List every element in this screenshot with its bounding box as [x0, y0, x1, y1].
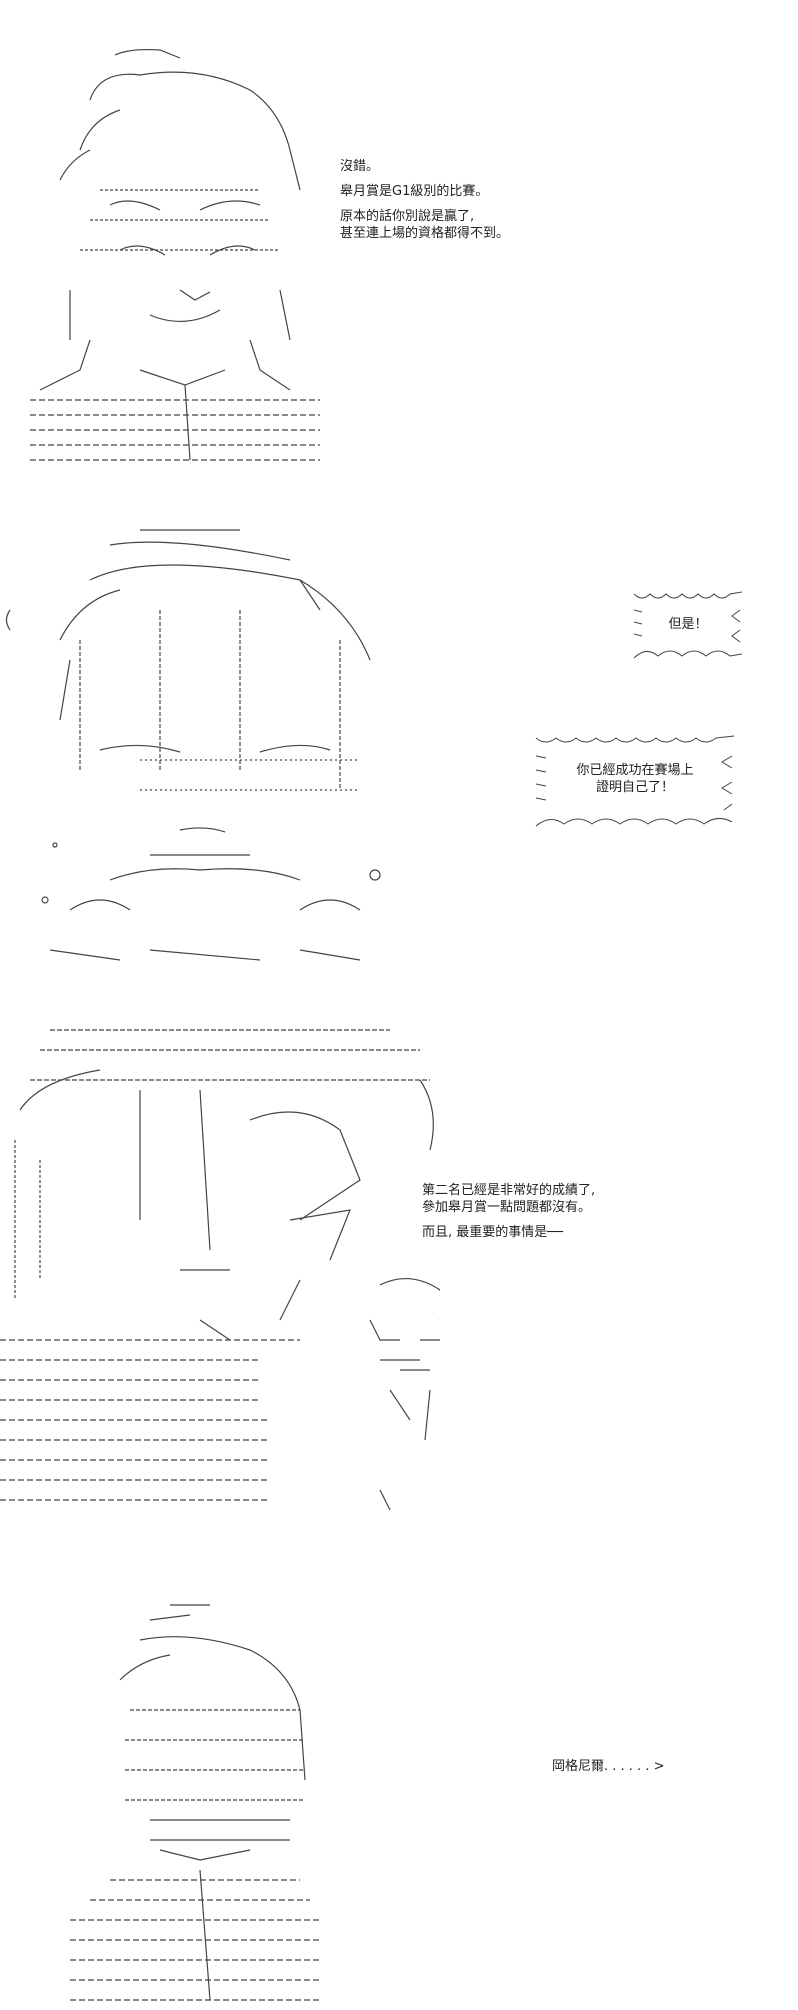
speech-bubble-2: 你已經成功在賽場上 證明自己了！	[532, 732, 738, 830]
dialogue-line: 皋月賞是G1級別的比賽。	[340, 184, 489, 199]
dialogue-block-4: 岡格尼爾. . . . . . >	[552, 1758, 664, 1783]
panel-4: 岡格尼爾. . . . . . >	[0, 1580, 798, 2001]
bubble-text: 但是！	[668, 617, 708, 632]
dialogue-block-3: 第二名已經是非常好的成績了, 參加皋月賞一點問題都沒有。 而且, 最重要的事情是…	[422, 1182, 595, 1249]
character-art-2	[5, 529, 381, 961]
dialogue-line: 第二名已經是非常好的成績了, 參加皋月賞一點問題都沒有。	[422, 1183, 596, 1215]
dialogue-line: 原本的話你別說是贏了, 甚至連上場的資格都得不到。	[340, 209, 510, 241]
bubble-text: 你已經成功在賽場上 證明自己了！	[576, 763, 694, 795]
dialogue-block-1: 沒錯。 皋月賞是G1級別的比賽。 原本的話你別說是贏了, 甚至連上場的資格都得不…	[340, 158, 509, 250]
dialogue-line: 沒錯。	[340, 159, 380, 174]
dialogue-line: 岡格尼爾. . . . . . >	[552, 1759, 665, 1774]
character-art-4	[70, 1604, 320, 2001]
spiky-bubble-outline	[535, 735, 735, 827]
panel-3: 第二名已經是非常好的成績了, 參加皋月賞一點問題都沒有。 而且, 最重要的事情是…	[0, 1010, 798, 1530]
panel-1: 沒錯。 皋月賞是G1級別的比賽。 原本的話你別說是贏了, 甚至連上場的資格都得不…	[0, 0, 798, 490]
character-art-1	[30, 48, 320, 461]
character-art-3	[0, 1029, 440, 1511]
spiky-bubble-outline	[633, 591, 743, 659]
speech-bubble-1: 但是！	[630, 588, 746, 662]
panel-2: 但是！ 你已經成功在賽場上 證明自己了！	[0, 500, 798, 980]
dialogue-line: 而且, 最重要的事情是──	[422, 1225, 563, 1240]
